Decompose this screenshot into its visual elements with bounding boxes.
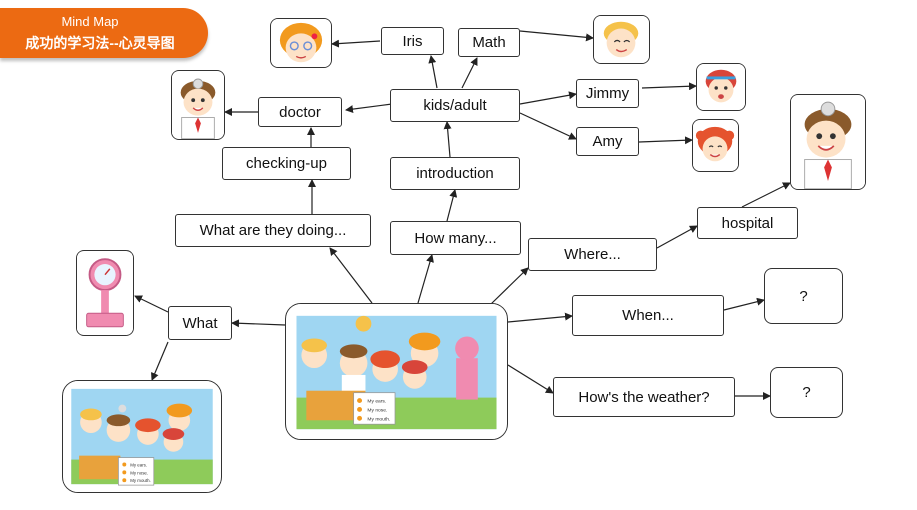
- girl-face-icon: [693, 120, 738, 171]
- edge-kids-iris: [428, 55, 438, 89]
- scene-label-ears: My ears.: [367, 399, 386, 405]
- node-what-are-they-doing[interactable]: What are they doing...: [175, 214, 371, 247]
- scene-label-mouth: My mouth.: [130, 478, 151, 483]
- edge-where-hospital: [656, 225, 698, 249]
- center-scene-picture: My ears. My nose. My mouth.: [285, 303, 508, 440]
- girl-face-icon: [271, 19, 331, 67]
- hospital-picture: [790, 94, 866, 190]
- edge-center-when: [507, 312, 573, 323]
- doctor-picture: [171, 70, 225, 140]
- banner-ribbon: [0, 8, 208, 58]
- scale-picture: [76, 250, 134, 336]
- weighing-scale-icon: [77, 251, 133, 335]
- node-iris[interactable]: Iris: [381, 27, 444, 55]
- edge-center-weather: [507, 364, 554, 394]
- node-introduction[interactable]: introduction: [390, 157, 520, 190]
- edge-math-pic: [519, 30, 594, 42]
- boy-face-icon: [697, 64, 745, 110]
- amy-picture: [692, 119, 739, 172]
- edge-intro-kids: [443, 121, 452, 158]
- boy-face-icon: [594, 16, 649, 63]
- node-jimmy[interactable]: Jimmy: [576, 79, 639, 108]
- node-hospital[interactable]: hospital: [697, 207, 798, 239]
- edge-kids-doctor: [345, 103, 393, 114]
- scene-label-nose: My nose.: [130, 470, 148, 475]
- node-kids-adult[interactable]: kids/adult: [390, 89, 520, 122]
- scene-label-ears: My ears.: [130, 462, 147, 467]
- edge-center-what-doing: [329, 247, 373, 304]
- clinic-scene-illustration: My ears. My nose. My mouth.: [286, 304, 507, 439]
- edge-kids-amy: [519, 112, 577, 140]
- node-weather[interactable]: How's the weather?: [553, 377, 735, 417]
- mind-map-banner: Mind Map 成功的学习法--心灵导图: [0, 8, 208, 58]
- doctor-icon: [172, 71, 224, 139]
- jimmy-picture: [696, 63, 746, 111]
- node-when[interactable]: When...: [572, 295, 724, 336]
- edge-when-answer: [723, 297, 765, 311]
- node-how-many[interactable]: How many...: [390, 221, 521, 255]
- node-when-answer[interactable]: ?: [764, 268, 843, 324]
- edge-center-howmany: [417, 254, 434, 304]
- edge-iris-pic: [331, 39, 381, 48]
- node-checking-up[interactable]: checking-up: [222, 147, 351, 180]
- edge-amy-pic: [638, 136, 693, 145]
- node-where[interactable]: Where...: [528, 238, 657, 271]
- node-amy[interactable]: Amy: [576, 127, 639, 156]
- node-what[interactable]: What: [168, 306, 232, 340]
- edge-howmany-intro: [446, 189, 458, 222]
- banner-title: Mind Map: [61, 14, 119, 29]
- what-scene-picture: My ears. My nose. My mouth.: [62, 380, 222, 493]
- edge-jimmy-pic: [641, 82, 697, 91]
- edge-kids-jimmy: [519, 91, 577, 105]
- math-picture: [593, 15, 650, 64]
- edge-what-scene: [151, 341, 169, 381]
- edge-center-where: [489, 267, 529, 306]
- banner-subtitle: 成功的学习法--心灵导图: [25, 35, 175, 51]
- clinic-scene-illustration: My ears. My nose. My mouth.: [63, 381, 221, 492]
- scene-label-mouth: My mouth.: [367, 416, 390, 422]
- scene-label-nose: My nose.: [367, 407, 387, 413]
- edge-what-scale: [134, 295, 169, 313]
- doctor-icon: [791, 95, 865, 189]
- edge-kids-math: [461, 57, 478, 89]
- node-math[interactable]: Math: [458, 28, 520, 57]
- node-weather-answer[interactable]: ?: [770, 367, 843, 418]
- iris-picture: [270, 18, 332, 68]
- edge-hospital-pic: [741, 182, 791, 208]
- edge-center-what: [231, 319, 286, 328]
- node-doctor[interactable]: doctor: [258, 97, 342, 127]
